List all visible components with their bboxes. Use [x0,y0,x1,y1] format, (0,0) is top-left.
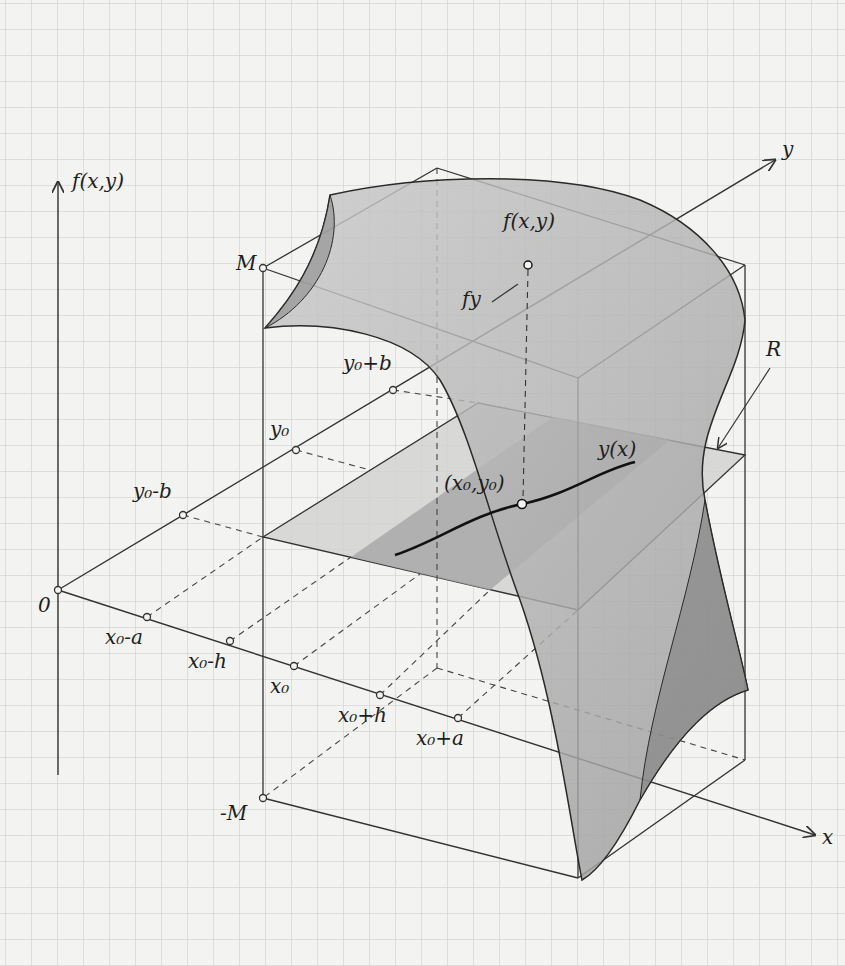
guide-line [147,537,263,617]
bound-dot [260,795,267,802]
curve-label: y(x) [598,438,636,461]
tick-dot [455,715,462,722]
tick-dot [227,638,234,645]
tick-label: y₀ [270,418,289,441]
bound-label: -M [220,802,247,825]
tick-label: x₀-h [188,650,227,673]
guide-line [296,450,370,470]
guide-line [230,557,351,641]
tick-label: y₀+b [343,352,392,375]
axis-label: x [822,826,833,849]
axis-label: f(x,y) [72,170,124,193]
solution-curve [395,462,635,555]
surface-fold [640,500,748,800]
tick-dot [144,614,151,621]
leader-arrow [718,368,770,448]
guide-line [294,574,420,666]
tick-label: y₀-b [133,480,172,503]
tick-dot [390,387,397,394]
value-line [523,270,528,499]
axis-label: 0 [38,594,51,617]
surface-point [524,261,532,269]
tick-label: x₀+a [416,727,464,750]
leader-line [492,284,518,302]
box-edge [263,798,578,878]
origin-dot [55,587,62,594]
box-hidden-edge [263,668,437,798]
tick-label: x₀-a [105,626,143,649]
bound-dot [260,265,267,272]
region-label: R [766,338,781,361]
box-edge [262,268,263,798]
tick-dot [293,447,300,454]
function-label: f(x,y) [503,210,555,233]
tick-dot [180,512,187,519]
surface [265,179,748,880]
tick-label: x₀+h [338,704,387,727]
guide-line [183,515,263,537]
tick-dot [291,663,298,670]
tick-dot [377,692,384,699]
bound-label: M [236,252,256,275]
bound-dots [260,265,267,802]
point-label: (x₀,y₀) [444,472,505,495]
surface-fold [265,195,334,328]
derivative-label: fy [462,288,481,311]
f-axis [57,182,58,775]
tick-label: x₀ [270,675,289,698]
initial-point [518,500,527,509]
axis-label: y [782,138,793,161]
